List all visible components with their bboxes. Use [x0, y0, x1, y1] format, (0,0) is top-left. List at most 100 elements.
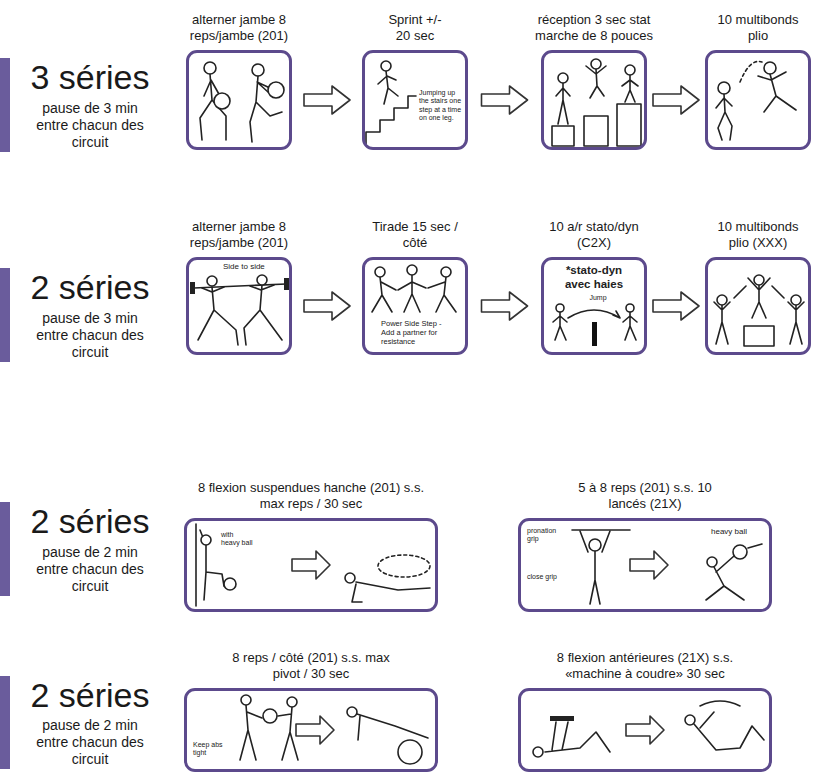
- flow-arrow: [304, 292, 350, 320]
- rest-note: pause de 2 min entre chacun des circuit: [29, 544, 151, 595]
- figure-stroke: [626, 304, 634, 312]
- exercise-box: Tirade 15 sec / côtéPower Side Step -Add…: [362, 257, 468, 355]
- exercise-heading: Sprint +/- 20 sec: [384, 12, 446, 44]
- figure-stroke: [287, 697, 297, 707]
- figure-stroke: [347, 707, 357, 717]
- figure-stroke: [706, 544, 762, 600]
- exercise-box: 10 a/r stato/dyn (C2X)*stato-dyn avec ha…: [541, 257, 647, 355]
- illustration-note: Jump: [586, 294, 610, 302]
- illustration-note: heavy ball: [699, 527, 759, 536]
- flow-arrow: [653, 86, 699, 114]
- figure-stroke: [592, 322, 597, 346]
- series-count: 2 séries: [10, 502, 170, 540]
- illustration-note: Side to side: [223, 262, 275, 271]
- figure-stroke: [0, 676, 10, 769]
- side-step-figure: [372, 265, 456, 312]
- exercise-heading: 5 à 8 reps (201) s.s. 10 lancés (21X): [575, 480, 715, 512]
- flow-arrow: [653, 292, 699, 320]
- figure-stroke: [545, 722, 610, 752]
- exercise-heading: réception 3 sec stat marche de 8 pouces: [527, 12, 662, 44]
- lunge-figure: [200, 62, 284, 142]
- exercise-heading: Tirade 15 sec / côté: [370, 219, 460, 251]
- figure-stroke: [623, 312, 637, 340]
- exercise-heading: alterner jambe 8 reps/jambe (201): [180, 12, 298, 44]
- figure-stroke: [707, 557, 717, 567]
- exercise-box: 10 multibonds plio: [705, 50, 811, 150]
- figure-stroke: [562, 716, 574, 721]
- figure-stroke: [791, 295, 801, 305]
- figure-stroke: [694, 701, 764, 750]
- box-jump-figure: [552, 59, 641, 146]
- figure-stroke: [381, 61, 391, 71]
- figure-stroke: [441, 267, 451, 277]
- figure-stroke: [195, 524, 197, 606]
- illustration-note: close grip: [527, 573, 567, 581]
- figure-stroke: [589, 539, 601, 551]
- figure-stroke: [240, 705, 262, 760]
- figure-stroke: [244, 285, 282, 345]
- exercise-box: 8 reps / côté (201) s.s. max pivot / 30 …: [184, 688, 438, 772]
- flow-arrow: [482, 86, 528, 114]
- figure-stroke: [622, 75, 638, 102]
- figure-stroke: [568, 310, 620, 318]
- figure-stroke: [733, 545, 747, 559]
- exercise-heading: 10 a/r stato/dyn (C2X): [542, 219, 647, 251]
- figure-stroke: [0, 268, 10, 362]
- figure-stroke: [717, 295, 727, 305]
- figure-stroke: [345, 573, 355, 583]
- figure-stroke: [626, 716, 664, 744]
- figure-stroke: [224, 578, 236, 590]
- exercise-box: réception 3 sec stat marche de 8 pouces: [541, 50, 647, 150]
- figure-stroke: [558, 73, 568, 83]
- figure-stroke: [357, 714, 428, 740]
- series-count: 2 séries: [10, 268, 170, 306]
- figure-stroke: [685, 715, 695, 725]
- figure-stroke: [740, 61, 762, 82]
- row-bar: [0, 58, 10, 769]
- figure-stroke: [366, 96, 416, 144]
- figure-stroke: [744, 326, 774, 346]
- illustration-note: Jumping up the stairs one step at a time…: [419, 89, 463, 122]
- figure-stroke: [278, 707, 298, 760]
- figure-stroke: [257, 275, 267, 285]
- figure-stroke: [207, 276, 217, 286]
- figure-stroke: [625, 65, 635, 75]
- exercise-box: alterner jambe 8 reps/jambe (201): [186, 50, 292, 150]
- hanging-figure: [196, 524, 430, 606]
- figure-stroke: [204, 62, 216, 74]
- illustration-note: with heavy ball: [221, 531, 253, 548]
- series-count: 2 séries: [10, 676, 170, 714]
- figure-stroke: [201, 535, 211, 545]
- figure-stroke: [0, 502, 10, 596]
- series-count: 3 séries: [10, 58, 170, 96]
- exercise-heading: 8 reps / côté (201) s.s. max pivot / 30 …: [229, 650, 394, 682]
- figure-stroke: [580, 531, 610, 604]
- illustration-note: *stato-dyn avec haies: [554, 264, 634, 291]
- rest-note: pause de 3 min entre chacun des circuit: [29, 100, 151, 151]
- flow-arrow: [304, 86, 350, 114]
- figure-stroke: [200, 530, 224, 600]
- figure-stroke: [372, 277, 396, 312]
- figure-stroke: [428, 277, 456, 312]
- figure-stroke: [556, 304, 564, 312]
- figure-stroke: [553, 312, 567, 340]
- hurdle-figure: [553, 304, 637, 346]
- rest-note: pause de 2 min entre chacun des circuit: [29, 717, 151, 768]
- illustration-note: Power Side Step -Add a partner for resis…: [381, 320, 453, 347]
- exercise-heading: 8 flexion suspendues hanche (201) s.s. m…: [186, 480, 436, 512]
- figure-stroke: [556, 83, 570, 124]
- figure-stroke: [0, 58, 10, 152]
- figure-stroke: [352, 582, 430, 602]
- rest-note: pause de 3 min entre chacun des circuit: [29, 310, 151, 361]
- figure-stroke: [378, 555, 430, 577]
- illustration-note: Keep abs tight: [193, 741, 229, 758]
- multi-bound-figure: [714, 275, 804, 346]
- exercise-box: 8 flexion antérieures (21X) s.s. «machin…: [518, 688, 772, 772]
- figure-stroke: [630, 551, 668, 579]
- figure-stroke: [214, 93, 230, 109]
- figure-stroke: [378, 71, 398, 104]
- figure-stroke: [263, 709, 277, 723]
- figure-stroke: [407, 265, 417, 275]
- figure-stroke: [714, 302, 730, 344]
- figure-stroke: [190, 282, 195, 294]
